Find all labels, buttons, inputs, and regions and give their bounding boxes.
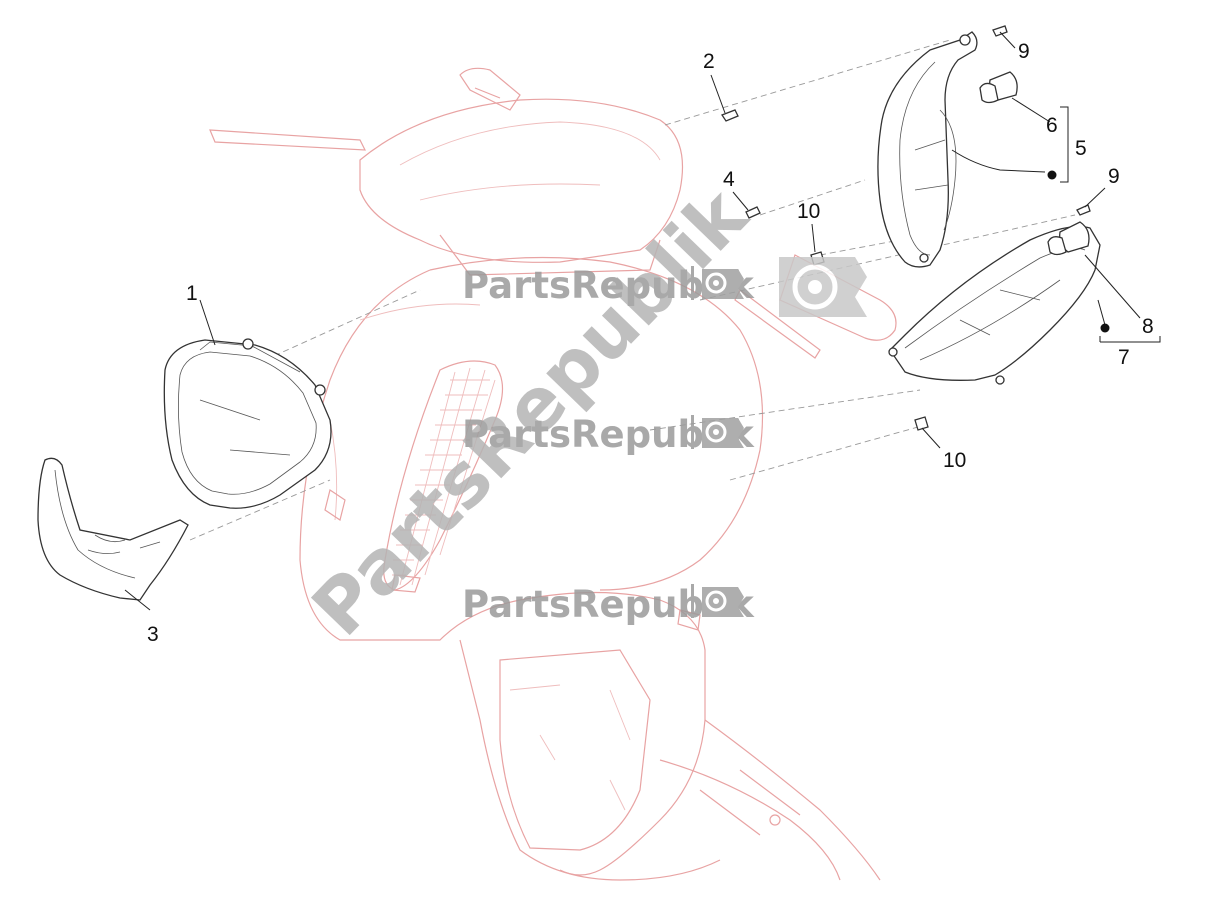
callout-2: 2: [703, 50, 715, 73]
bullet-marker: [1100, 323, 1110, 333]
gear-flag-icon: [702, 269, 744, 299]
callout-5: 5: [1075, 137, 1087, 160]
watermarks: PartsRepublik PartsRepublik PartsRepubli…: [296, 172, 867, 653]
gear-flag-icon: [702, 587, 744, 617]
callouts: 1 2 3 4 5 6 7 8 9 9 10 10: [147, 40, 1154, 646]
callout-6: 6: [1046, 114, 1058, 137]
watermark-large-gear-icon: [779, 257, 867, 317]
callout-1: 1: [186, 282, 198, 305]
callout-9-top: 9: [1018, 40, 1030, 63]
callout-7: 7: [1118, 346, 1130, 369]
part-lower-trim: [37, 457, 189, 601]
bullet-marker: [1047, 170, 1057, 180]
callout-3: 3: [147, 623, 159, 646]
part-turn-indicator-upper: [877, 31, 1018, 268]
part-turn-indicator-lower: [888, 221, 1101, 385]
scooter-front-ghost: [209, 67, 897, 881]
callout-10-top: 10: [797, 200, 820, 223]
part-headlight: [163, 338, 332, 509]
callout-9-mid: 9: [1108, 165, 1120, 188]
gear-flag-icon: [702, 418, 744, 448]
watermark-row-1: PartsRepublik: [462, 264, 755, 307]
callout-8: 8: [1142, 315, 1154, 338]
callout-10-bottom: 10: [943, 449, 966, 472]
watermark-diagonal-text: PartsRepublik: [296, 172, 765, 653]
watermark-row-3: PartsRepublik: [462, 583, 755, 626]
watermark-row-2: PartsRepublik: [462, 413, 755, 456]
leader-lines: [124, 31, 1161, 611]
callout-4: 4: [723, 168, 735, 191]
assembly-lines: [189, 39, 1076, 541]
